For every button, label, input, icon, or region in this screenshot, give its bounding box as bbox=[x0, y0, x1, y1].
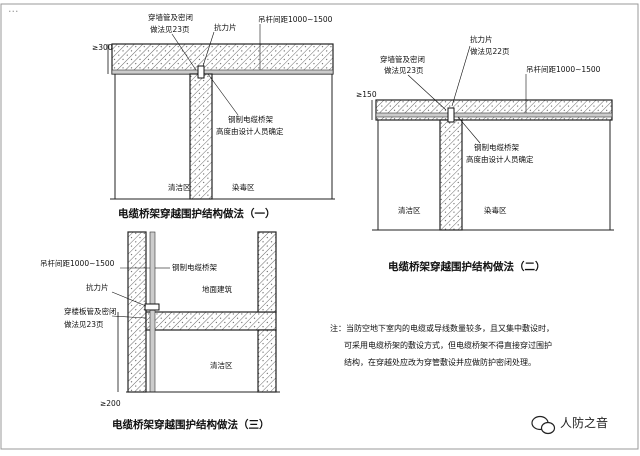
d3-label-seal: 穿楼板管及密闭 bbox=[64, 306, 117, 316]
d1-roof-slab bbox=[111, 43, 334, 75]
d1-label-seal: 穿墙管及密闭 bbox=[148, 12, 193, 22]
diagram-3: 吊杆间距1000~1500 钢制电缆桥架 地面建筑 抗力片 穿楼板管及密闭 做法… bbox=[40, 231, 280, 431]
d2-zone-left: 清洁区 bbox=[398, 205, 421, 215]
d1-label-height: 高度由设计人员确定 bbox=[216, 126, 284, 136]
d3-label-tray: 钢制电缆桥架 bbox=[172, 262, 217, 272]
d1-label-anti: 抗力片 bbox=[214, 22, 237, 32]
d1-caption: 电缆桥架穿越围护结构做法（一） bbox=[118, 207, 276, 220]
d2-label-seal: 穿墙管及密闭 bbox=[380, 54, 425, 64]
d2-dim: ≥150 bbox=[356, 90, 377, 99]
d3-zone: 清洁区 bbox=[210, 360, 233, 370]
watermark-text: 人防之音 bbox=[560, 415, 608, 430]
note-line-1: 注：当防空地下室内的电缆或导线数量较多，且又集中敷设时， bbox=[330, 323, 554, 333]
d1-label-tray: 钢制电缆桥架 bbox=[228, 114, 273, 124]
note-line-3: 结构，在穿越处应改为穿管敷设并应做防护密闭处理。 bbox=[344, 357, 536, 367]
note-line-2: 可采用电缆桥架的敷设方式，但电缆桥架不得直接穿过围护 bbox=[344, 340, 552, 350]
d2-label-spacing: 吊杆间距1000~1500 bbox=[526, 64, 601, 74]
d1-leader-seal bbox=[171, 33, 197, 71]
d2-wall bbox=[439, 119, 463, 231]
d3-dim: ≥200 bbox=[100, 399, 121, 408]
d3-leader-anti bbox=[111, 291, 147, 307]
wechat-logo-icon bbox=[531, 415, 556, 435]
page-frame bbox=[0, 3, 639, 450]
header-text: ... bbox=[8, 2, 19, 15]
d2-cable-tray bbox=[375, 112, 613, 118]
d2-anti-blast-plate bbox=[447, 107, 455, 123]
d3-right-wall-lower bbox=[257, 329, 277, 393]
watermark: 人防之音 bbox=[531, 415, 608, 435]
d3-left-wall bbox=[127, 231, 147, 393]
d2-label-tray: 钢制电缆桥架 bbox=[474, 142, 519, 152]
d1-zone-left: 清洁区 bbox=[168, 182, 191, 192]
d2-leader-tray bbox=[457, 116, 481, 144]
d1-leader-tray bbox=[207, 73, 239, 116]
d3-right-wall-upper bbox=[257, 231, 277, 313]
d2-label-ref-right: 做法见22页 bbox=[470, 46, 510, 56]
d3-label-ground: 地面建筑 bbox=[202, 284, 232, 294]
d2-label-anti: 抗力片 bbox=[470, 34, 493, 44]
d1-dim: ≥300 bbox=[92, 43, 113, 52]
d2-leader-anti bbox=[451, 45, 471, 107]
d1-label-ref: 做法见23页 bbox=[150, 24, 190, 34]
d1-zone-right: 染毒区 bbox=[232, 182, 255, 192]
d1-leader-anti bbox=[202, 31, 215, 67]
d3-label-spacing: 吊杆间距1000~1500 bbox=[40, 258, 115, 268]
diagram-2: ≥150 穿墙管及密闭 做法见23页 抗力片 做法见22页 吊杆间距1000~1… bbox=[356, 34, 614, 273]
d2-leader-seal bbox=[407, 74, 447, 111]
d3-leader-seal bbox=[111, 315, 147, 319]
d3-caption: 电缆桥架穿越围护结构做法（三） bbox=[112, 418, 270, 431]
d2-label-ref-left: 做法见23页 bbox=[384, 65, 424, 75]
d3-label-ref: 做法见23页 bbox=[64, 319, 104, 329]
d3-anti-blast-plate bbox=[144, 303, 160, 311]
d1-anti-blast-plate bbox=[197, 65, 205, 79]
d2-label-height: 高度由设计人员确定 bbox=[466, 154, 534, 164]
d3-label-anti: 抗力片 bbox=[86, 282, 109, 292]
d1-label-spacing: 吊杆间距1000~1500 bbox=[258, 14, 333, 24]
d3-cable-tray bbox=[149, 231, 156, 393]
d3-floor-slab bbox=[145, 311, 277, 331]
note-block: 注：当防空地下室内的电缆或导线数量较多，且又集中敷设时， 可采用电缆桥架的敷设方… bbox=[330, 323, 554, 367]
d1-cable-tray bbox=[111, 69, 334, 75]
d1-wall bbox=[189, 73, 213, 200]
d2-caption: 电缆桥架穿越围护结构做法（二） bbox=[388, 260, 546, 273]
d2-zone-right: 染毒区 bbox=[484, 205, 507, 215]
diagram-1: ≥300 穿墙管及密闭 做法见23页 吊杆间距1000~1500 抗力片 钢制电… bbox=[92, 12, 335, 220]
